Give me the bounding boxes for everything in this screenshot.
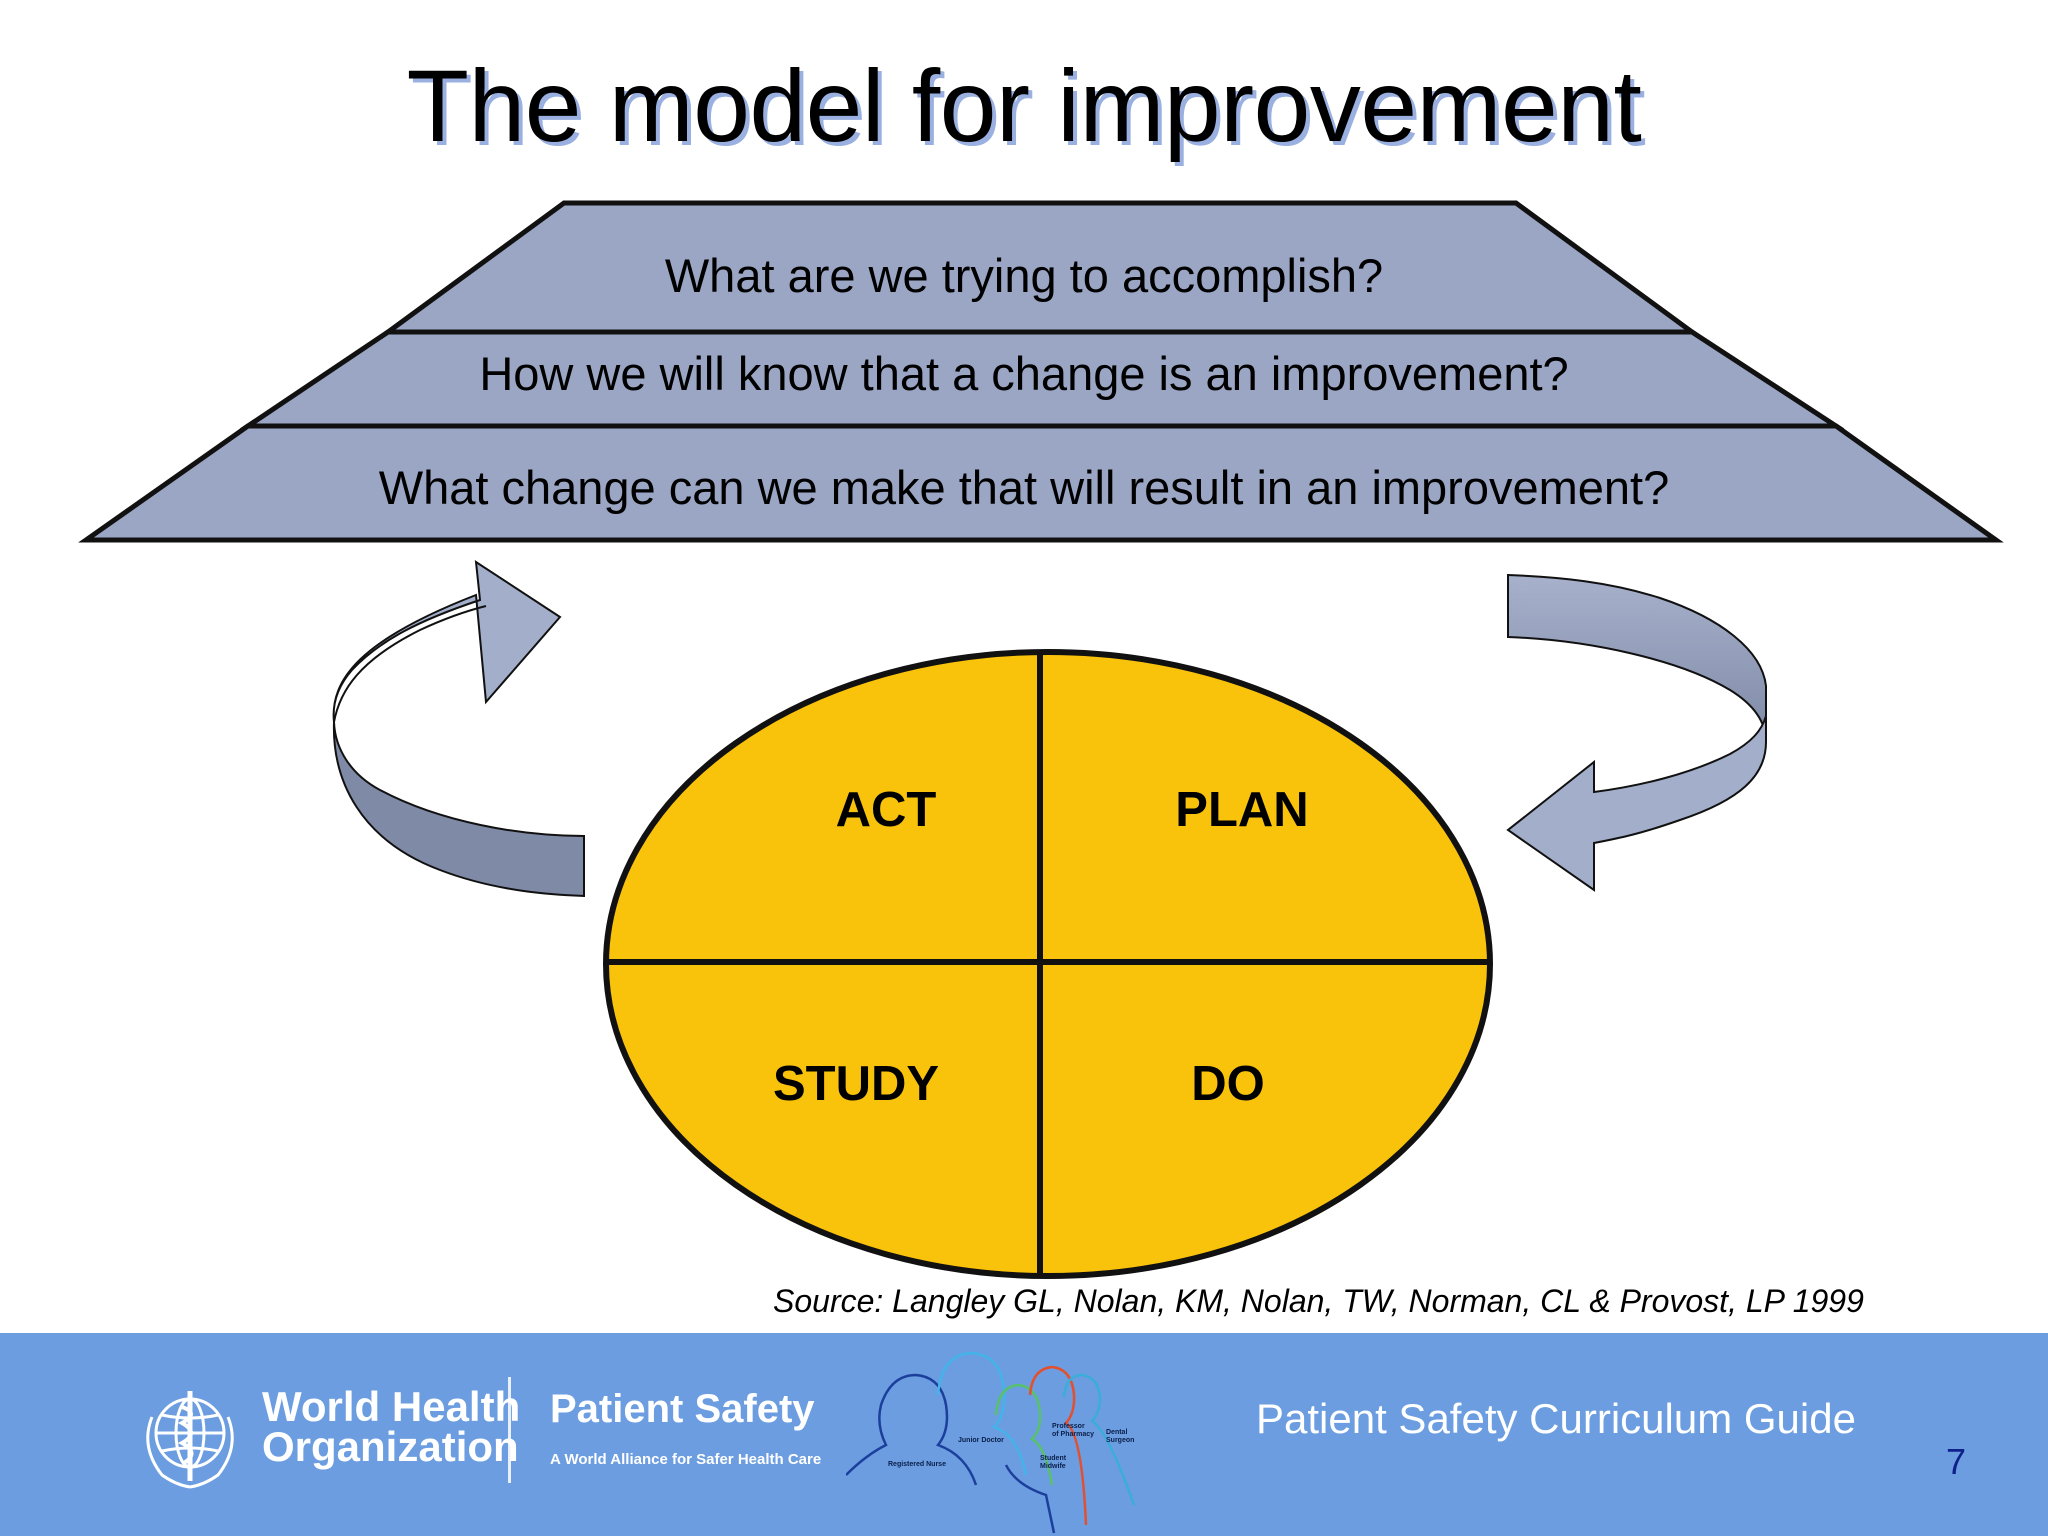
label-study: STUDY: [772, 1057, 940, 1111]
label-plan: PLAN: [1175, 783, 1309, 837]
who-org-line2: Organization: [262, 1423, 519, 1470]
question-band-1: [380, 200, 1700, 335]
left-arrow-body: [332, 560, 562, 723]
label-act: ACT: [835, 783, 937, 837]
pdsa-cycle: [603, 649, 1493, 1279]
who-org-line1: World Health: [262, 1383, 521, 1430]
circular-arrow-icon: [332, 560, 585, 898]
left-arrow-body-top: [333, 605, 487, 723]
patient-safety-title: Patient Safety: [550, 1387, 815, 1431]
people-label-pharmacy: Professor of Pharmacy: [1052, 1423, 1094, 1439]
question-change: What change can we make that will result…: [378, 461, 1670, 514]
question-stack: [78, 200, 2004, 543]
circular-arrow-icon: [1506, 573, 1767, 892]
who-emblem-icon: [146, 1391, 234, 1489]
people-label-dental: Dental Surgeon: [1106, 1429, 1134, 1445]
left-arrow-side: [332, 721, 585, 898]
people-label-nurse: Registered Nurse: [888, 1461, 946, 1468]
footer-bar: World Health Organization Patient Safety…: [0, 1333, 2048, 1536]
people-label-pharmacy-1: Professor: [1052, 1423, 1085, 1430]
people-silhouettes-icon: [846, 1351, 1136, 1534]
diagram-canvas: [78, 200, 2004, 1279]
page-title: The model for improvement: [406, 49, 1642, 163]
source-citation: Source: Langley GL, Nolan, KM, Nolan, TW…: [773, 1283, 1864, 1319]
people-label-midwife-2: Midwife: [1040, 1463, 1066, 1470]
label-do: DO: [1191, 1057, 1265, 1111]
right-arrow-side: [1507, 573, 1767, 743]
people-label-midwife: Student Midwife: [1040, 1455, 1066, 1471]
curriculum-guide-title: Patient Safety Curriculum Guide: [1256, 1395, 1856, 1442]
people-label-dental-1: Dental: [1106, 1429, 1128, 1436]
right-arrow-body: [1506, 715, 1767, 892]
question-measure: How we will know that a change is an imp…: [479, 347, 1569, 400]
who-org-name: World Health Organization: [262, 1383, 521, 1470]
patient-safety-subtitle: A World Alliance for Safer Health Care: [550, 1451, 822, 1468]
people-label-pharmacy-2: of Pharmacy: [1052, 1431, 1095, 1438]
people-label-midwife-1: Student: [1040, 1455, 1067, 1462]
people-label-dental-2: Surgeon: [1106, 1437, 1135, 1444]
question-accomplish: What are we trying to accomplish?: [664, 249, 1384, 302]
footer-divider: [508, 1377, 511, 1483]
page-number: 7: [1946, 1441, 1967, 1482]
people-label-doctor: Junior Doctor: [958, 1437, 1004, 1444]
